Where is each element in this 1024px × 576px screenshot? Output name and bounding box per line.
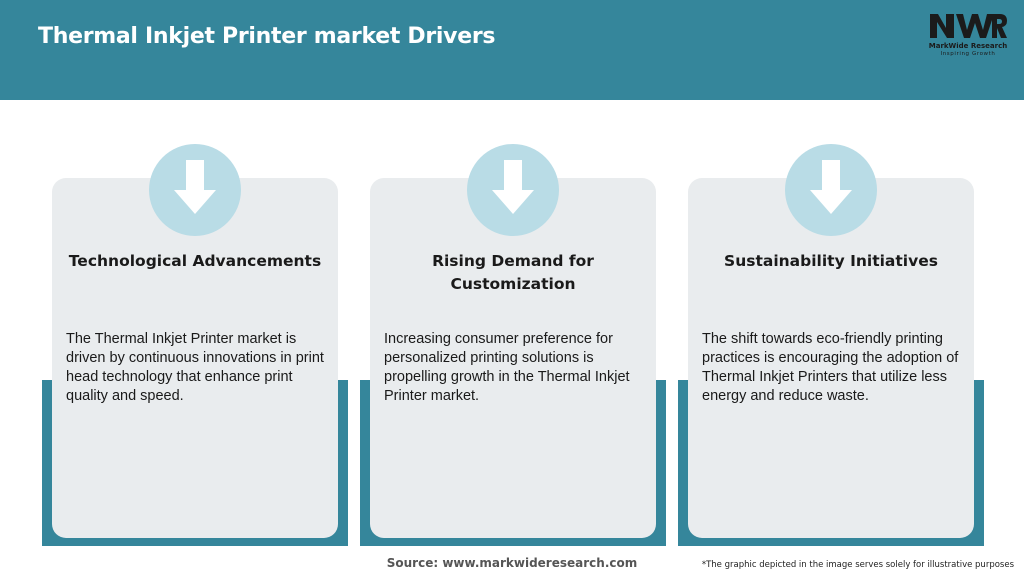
card-panel: Sustainability Initiatives The shift tow… xyxy=(688,144,974,538)
card-title: Rising Demand for Customization xyxy=(432,252,594,293)
source-note: Source: www.markwideresearch.com xyxy=(386,556,638,570)
card-title: Sustainability Initiatives xyxy=(724,252,938,270)
down-arrow-icon xyxy=(149,144,241,236)
logo-tagline: Inspiring Growth xyxy=(940,51,996,57)
logo-name: MarkWide Research xyxy=(928,42,1008,50)
driver-card-2: Rising Demand for Customization Increasi… xyxy=(360,144,666,548)
driver-card-1: Technological Advancements The Thermal I… xyxy=(42,144,348,548)
driver-card-3: Sustainability Initiatives The shift tow… xyxy=(678,144,984,548)
logo-mark-icon xyxy=(930,14,1007,38)
disclaimer-note: *The graphic depicted in the image serve… xyxy=(701,560,1014,570)
down-arrow-icon xyxy=(785,144,877,236)
card-title: Technological Advancements xyxy=(68,252,322,270)
down-arrow-icon xyxy=(467,144,559,236)
card-description: Increasing consumer preference for perso… xyxy=(384,331,630,404)
brand-logo: MarkWide Research Inspiring Growth xyxy=(922,10,1014,58)
card-description: The shift towards eco-friendly printing … xyxy=(702,331,959,404)
header-banner: Thermal Inkjet Printer market Drivers Ma… xyxy=(0,0,1024,100)
page-title: Thermal Inkjet Printer market Drivers xyxy=(38,24,496,49)
card-panel: Rising Demand for Customization Increasi… xyxy=(370,144,656,538)
card-description: The Thermal Inkjet Printer market is dri… xyxy=(66,331,324,404)
card-panel: Technological Advancements The Thermal I… xyxy=(52,144,338,538)
